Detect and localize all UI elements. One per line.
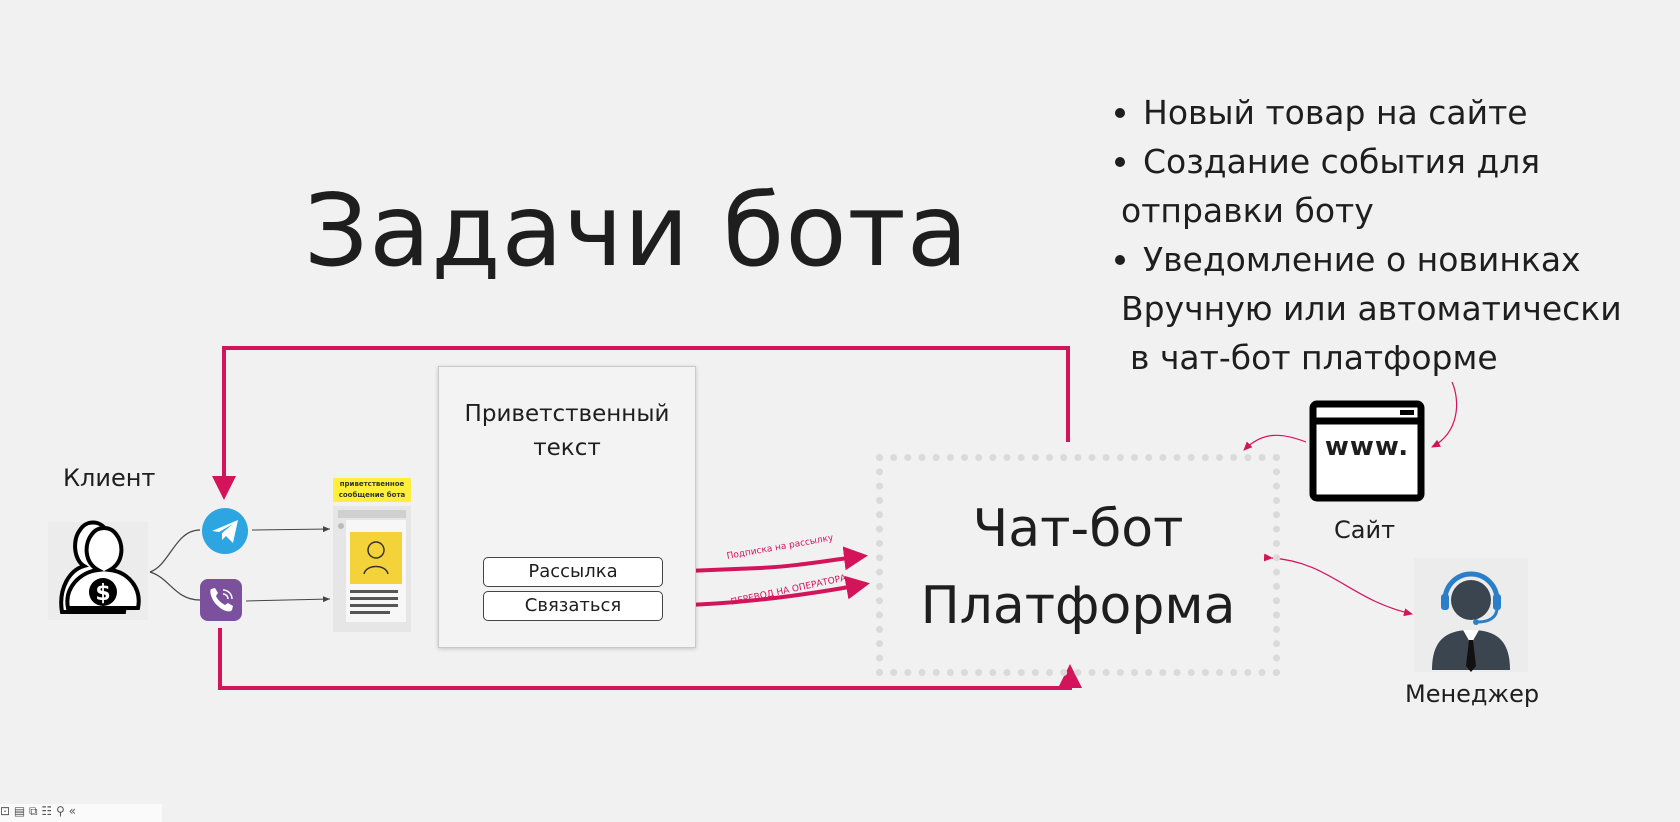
page-title: Задачи бота [304,172,970,289]
welcome-text: Приветственный текст [464,401,670,461]
telegram-to-phone-arrow [251,526,331,533]
contact-button[interactable]: Связаться [483,591,663,621]
bullet-item: Новый товар на сайте [1115,88,1622,137]
welcome-card: Приветственный текст Рассылка Связаться [438,366,696,648]
platform-label: Чат-бот Платформа [920,499,1236,636]
subscribe-arrow [661,546,868,574]
mailing-button[interactable]: Рассылка [483,557,663,587]
bullet-dot-icon [1115,254,1125,265]
bullet-continuation: в чат-бот платформе [1130,338,1498,377]
site-integration-arrow [1431,381,1458,448]
viber-icon[interactable] [200,579,242,621]
site-url-text: www. [1324,432,1410,462]
bullet-item: Создание события для [1115,137,1622,186]
bottom-feedback-arrow [218,628,1082,690]
bullet-dot-icon [1115,156,1125,167]
telegram-icon[interactable] [202,508,248,554]
bullet-item: Уведомление о новинках [1115,235,1622,284]
browser-window-icon [1309,400,1425,502]
client-icon: $ [48,520,148,620]
viber-to-phone-arrow [245,596,331,603]
site-to-platform-arrow [1243,434,1307,451]
chatbot-platform: Чат-бот Платформа [876,454,1280,676]
phone-header-label: приветственное сообщение бота [338,480,406,499]
manager-platform-arrow [1263,553,1413,617]
bottom-toolbar[interactable]: ⊡ ▤ ⧉ ☷ ⚲ « [0,804,162,822]
bullet-list: Новый товар на сайте Создание события дл… [1115,88,1622,382]
client-label: Клиент [63,464,156,492]
client-to-telegram-line [149,529,201,573]
site-label: Сайт [1334,516,1396,544]
bullet-dot-icon [1115,107,1125,118]
svg-text:$: $ [95,581,110,606]
bullet-continuation: Вручную или автоматически [1121,289,1622,328]
manager-label: Менеджер [1405,680,1540,708]
client-to-viber-line [149,571,201,601]
support-agent-icon [1414,558,1528,672]
bullet-continuation: отправки боту [1121,191,1374,230]
phone-mockup [333,478,411,632]
